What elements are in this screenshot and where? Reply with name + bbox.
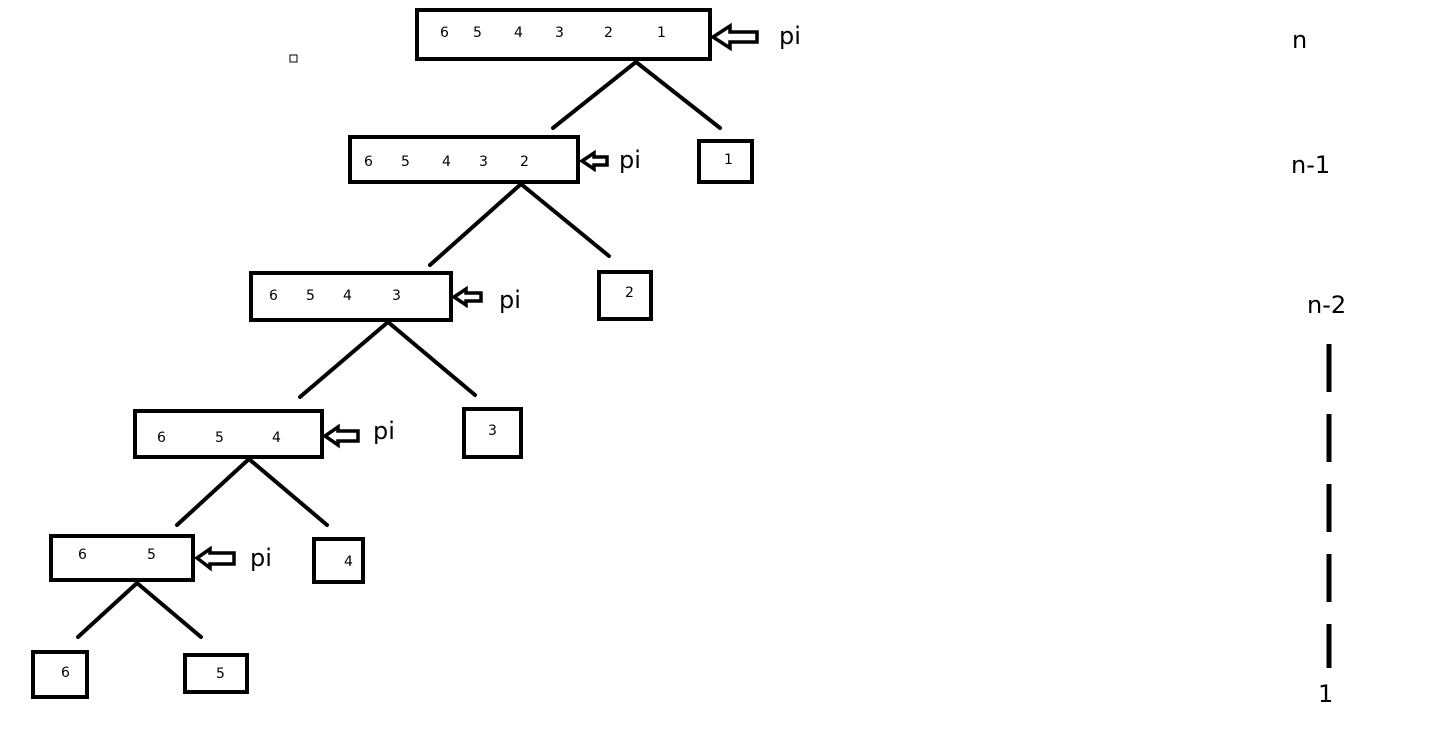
- stray-mark: [289, 54, 298, 63]
- tree-edge-left: [428, 182, 523, 267]
- array-value: 2: [604, 25, 613, 41]
- array-value: 4: [343, 288, 352, 304]
- tree-edge-left: [175, 457, 251, 527]
- leaf-value: 2: [625, 285, 634, 301]
- array-value: 4: [514, 25, 523, 41]
- tree-edge-left: [298, 320, 390, 399]
- array-value: 3: [479, 154, 488, 170]
- pivot-label: pi: [499, 286, 521, 314]
- tree-edge-left: [76, 581, 139, 639]
- array-value: 2: [520, 154, 529, 170]
- depth-label-n-minus-1: n-1: [1291, 151, 1330, 179]
- pivot-label: pi: [779, 22, 801, 50]
- array-value: 5: [401, 154, 410, 170]
- tree-edge-right: [519, 182, 611, 258]
- tree-edge-right: [247, 457, 329, 527]
- pivot-arrow-icon: [450, 285, 483, 309]
- leaf-value: 4: [344, 554, 353, 570]
- leaf-node: 5: [183, 653, 249, 694]
- tree-edge-right: [135, 581, 203, 639]
- pivot-label: pi: [250, 544, 272, 572]
- array-value: 3: [392, 288, 401, 304]
- array-value: 4: [442, 154, 451, 170]
- array-value: 5: [147, 547, 156, 563]
- leaf-node: 2: [597, 270, 653, 321]
- array-value: 5: [215, 430, 224, 446]
- array-value: 6: [364, 154, 373, 170]
- array-node-level-0: 6 5 4 3 2 1: [415, 8, 712, 61]
- array-node-level-3: 6 5 4: [133, 409, 324, 459]
- depth-label-1: 1: [1318, 680, 1333, 708]
- depth-label-n: n: [1292, 26, 1307, 54]
- depth-label-n-minus-2: n-2: [1307, 291, 1346, 319]
- array-value: 6: [157, 430, 166, 446]
- array-node-level-4: 6 5: [49, 534, 195, 582]
- leaf-value: 1: [724, 152, 733, 168]
- array-value: 3: [555, 25, 564, 41]
- pivot-arrow-icon: [194, 545, 236, 572]
- leaf-node: 6: [31, 650, 89, 699]
- array-node-level-2: 6 5 4 3: [249, 271, 453, 322]
- pivot-label: pi: [619, 146, 641, 174]
- pivot-arrow-icon: [321, 423, 360, 449]
- tree-edge-right: [386, 320, 477, 397]
- array-value: 1: [657, 25, 666, 41]
- leaf-node: 3: [462, 407, 523, 459]
- leaf-node: 4: [312, 537, 365, 584]
- array-value: 5: [473, 25, 482, 41]
- tree-edge-left: [551, 60, 638, 130]
- pivot-arrow-icon: [578, 149, 609, 173]
- array-value: 6: [78, 547, 87, 563]
- leaf-value: 3: [488, 423, 497, 439]
- pivot-label: pi: [373, 417, 395, 445]
- array-value: 4: [272, 430, 281, 446]
- array-value: 6: [269, 288, 278, 304]
- leaf-node: 1: [697, 139, 754, 184]
- array-node-level-1: 6 5 4 3 2: [348, 135, 580, 184]
- leaf-value: 5: [216, 666, 225, 682]
- array-value: 6: [440, 25, 449, 41]
- array-value: 5: [306, 288, 315, 304]
- pivot-arrow-icon: [709, 22, 759, 52]
- leaf-value: 6: [61, 665, 70, 681]
- tree-edge-right: [634, 60, 722, 130]
